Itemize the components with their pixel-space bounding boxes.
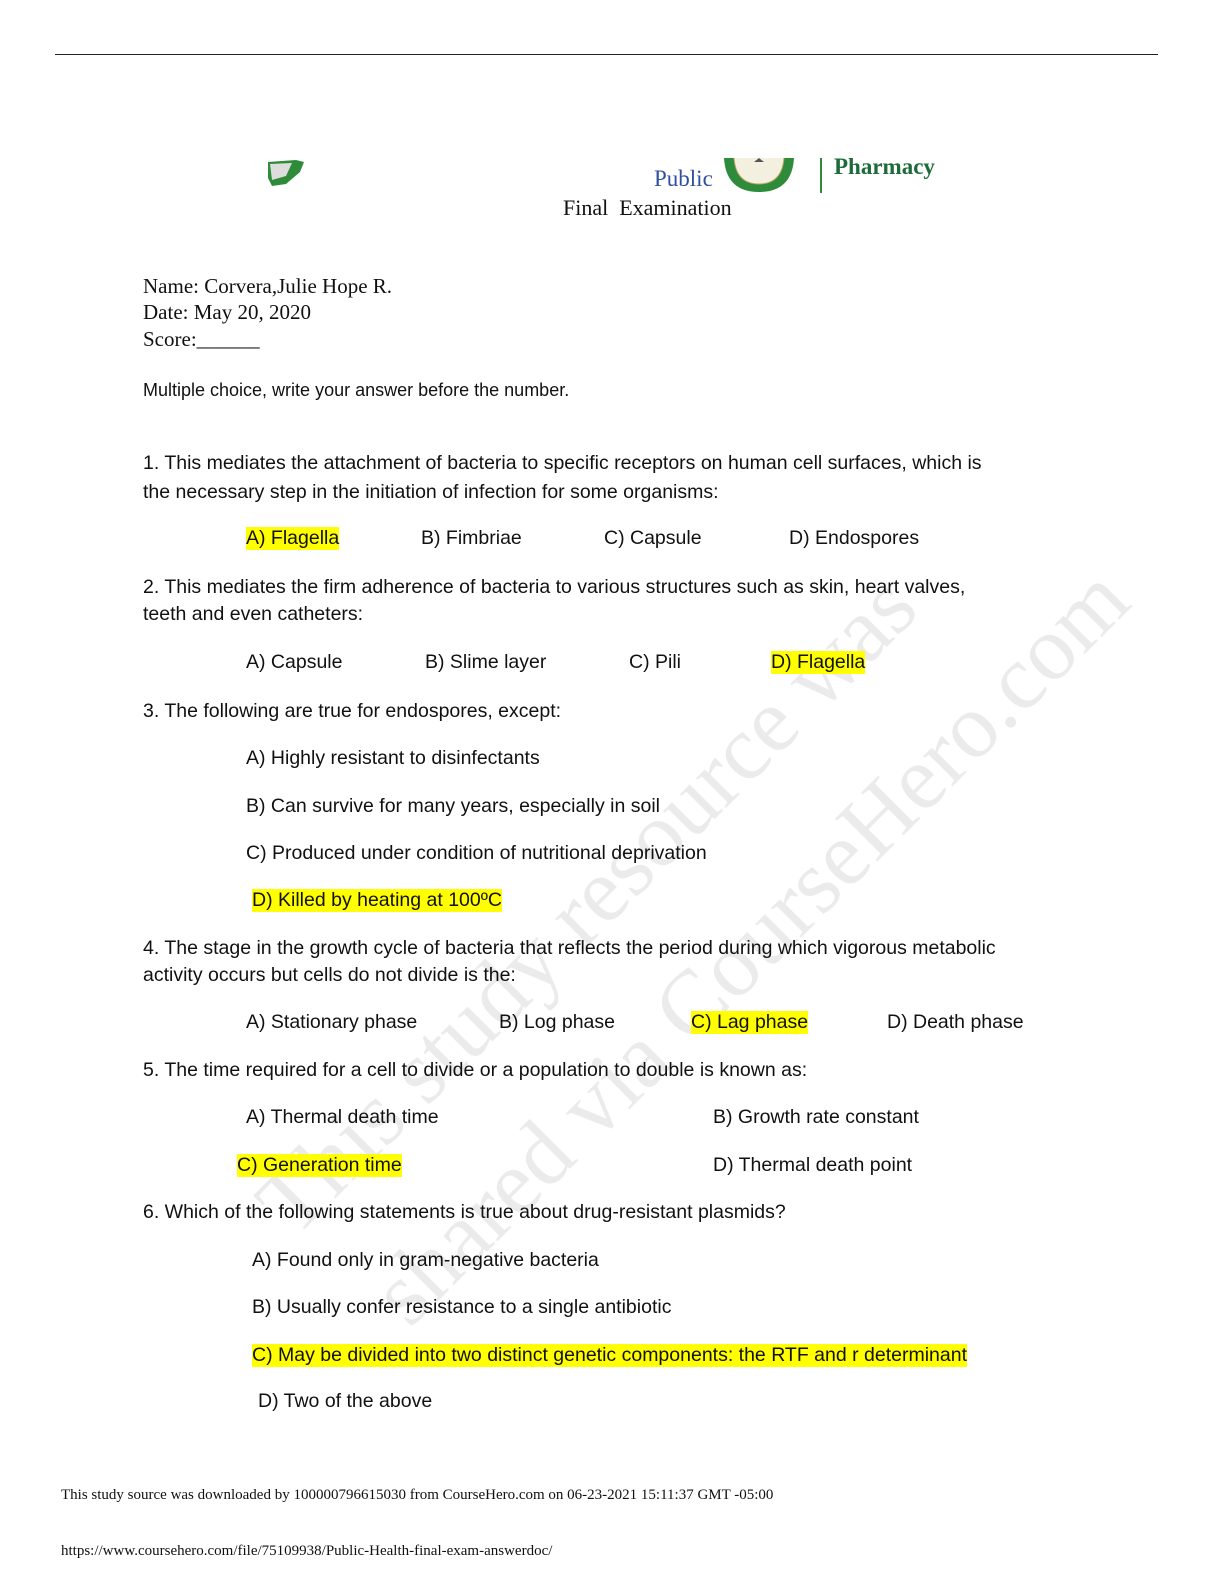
q3-option-a: A) Highly resistant to disinfectants <box>246 747 540 769</box>
question-2-text-cont: teeth and even catheters: <box>143 603 364 625</box>
question-6-text: 6. Which of the following statements is … <box>143 1201 786 1223</box>
q2-option-a: A) Capsule <box>246 651 343 673</box>
q5-option-d: D) Thermal death point <box>713 1154 913 1176</box>
q2-option-d: D) Flagella <box>771 651 866 674</box>
university-logo-icon <box>268 160 304 186</box>
q2-option-b: B) Slime layer <box>425 651 547 673</box>
q6-option-c: C) May be divided into two distinct gene… <box>252 1344 967 1367</box>
q4-option-c: C) Lag phase <box>691 1011 809 1034</box>
student-name: Name: Corvera,Julie Hope R. <box>143 274 393 298</box>
q5-option-a: A) Thermal death time <box>246 1106 439 1128</box>
question-3-text: 3. The following are true for endospores… <box>143 700 562 722</box>
q6-option-b: B) Usually confer resistance to a single… <box>252 1296 672 1318</box>
score-field: Score:______ <box>143 327 260 351</box>
question-4-text-cont: activity occurs but cells do not divide … <box>143 964 516 986</box>
top-rule <box>55 54 1158 55</box>
question-1-text-cont: the necessary step in the initiation of … <box>143 481 719 503</box>
q6-option-a: A) Found only in gram-negative bacteria <box>252 1249 599 1271</box>
instructions: Multiple choice, write your answer befor… <box>143 380 570 400</box>
q6-option-d: D) Two of the above <box>258 1390 433 1412</box>
q4-option-b: B) Log phase <box>499 1011 616 1033</box>
header-divider <box>820 158 822 193</box>
pharmacy-label: Pharmacy <box>834 154 935 179</box>
public-label: Public <box>654 166 713 191</box>
source-url[interactable]: https://www.coursehero.com/file/75109938… <box>61 1543 553 1559</box>
q1-option-a: A) Flagella <box>246 527 340 550</box>
question-5-text: 5. The time required for a cell to divid… <box>143 1059 808 1081</box>
q4-option-a: A) Stationary phase <box>246 1011 418 1033</box>
question-2-text: 2. This mediates the firm adherence of b… <box>143 576 966 598</box>
q2-option-c: C) Pili <box>629 651 681 673</box>
q3-option-b: B) Can survive for many years, especiall… <box>246 795 660 817</box>
exam-date: Date: May 20, 2020 <box>143 300 311 324</box>
q5-option-b: B) Growth rate constant <box>713 1106 919 1128</box>
q3-option-d: D) Killed by heating at 100ºC <box>252 889 502 912</box>
q1-option-c: C) Capsule <box>604 527 702 549</box>
question-1-text: 1. This mediates the attachment of bacte… <box>143 452 982 474</box>
download-note: This study source was downloaded by 1000… <box>61 1487 774 1503</box>
q5-option-c: C) Generation time <box>237 1154 402 1177</box>
question-4-text: 4. The stage in the growth cycle of bact… <box>143 937 996 959</box>
q1-option-d: D) Endospores <box>789 527 920 549</box>
q4-option-d: D) Death phase <box>887 1011 1024 1033</box>
q3-option-c: C) Produced under condition of nutrition… <box>246 842 707 864</box>
college-seal-icon <box>724 158 794 192</box>
q1-option-b: B) Fimbriae <box>421 527 522 549</box>
exam-title: Final Examination <box>563 195 732 220</box>
